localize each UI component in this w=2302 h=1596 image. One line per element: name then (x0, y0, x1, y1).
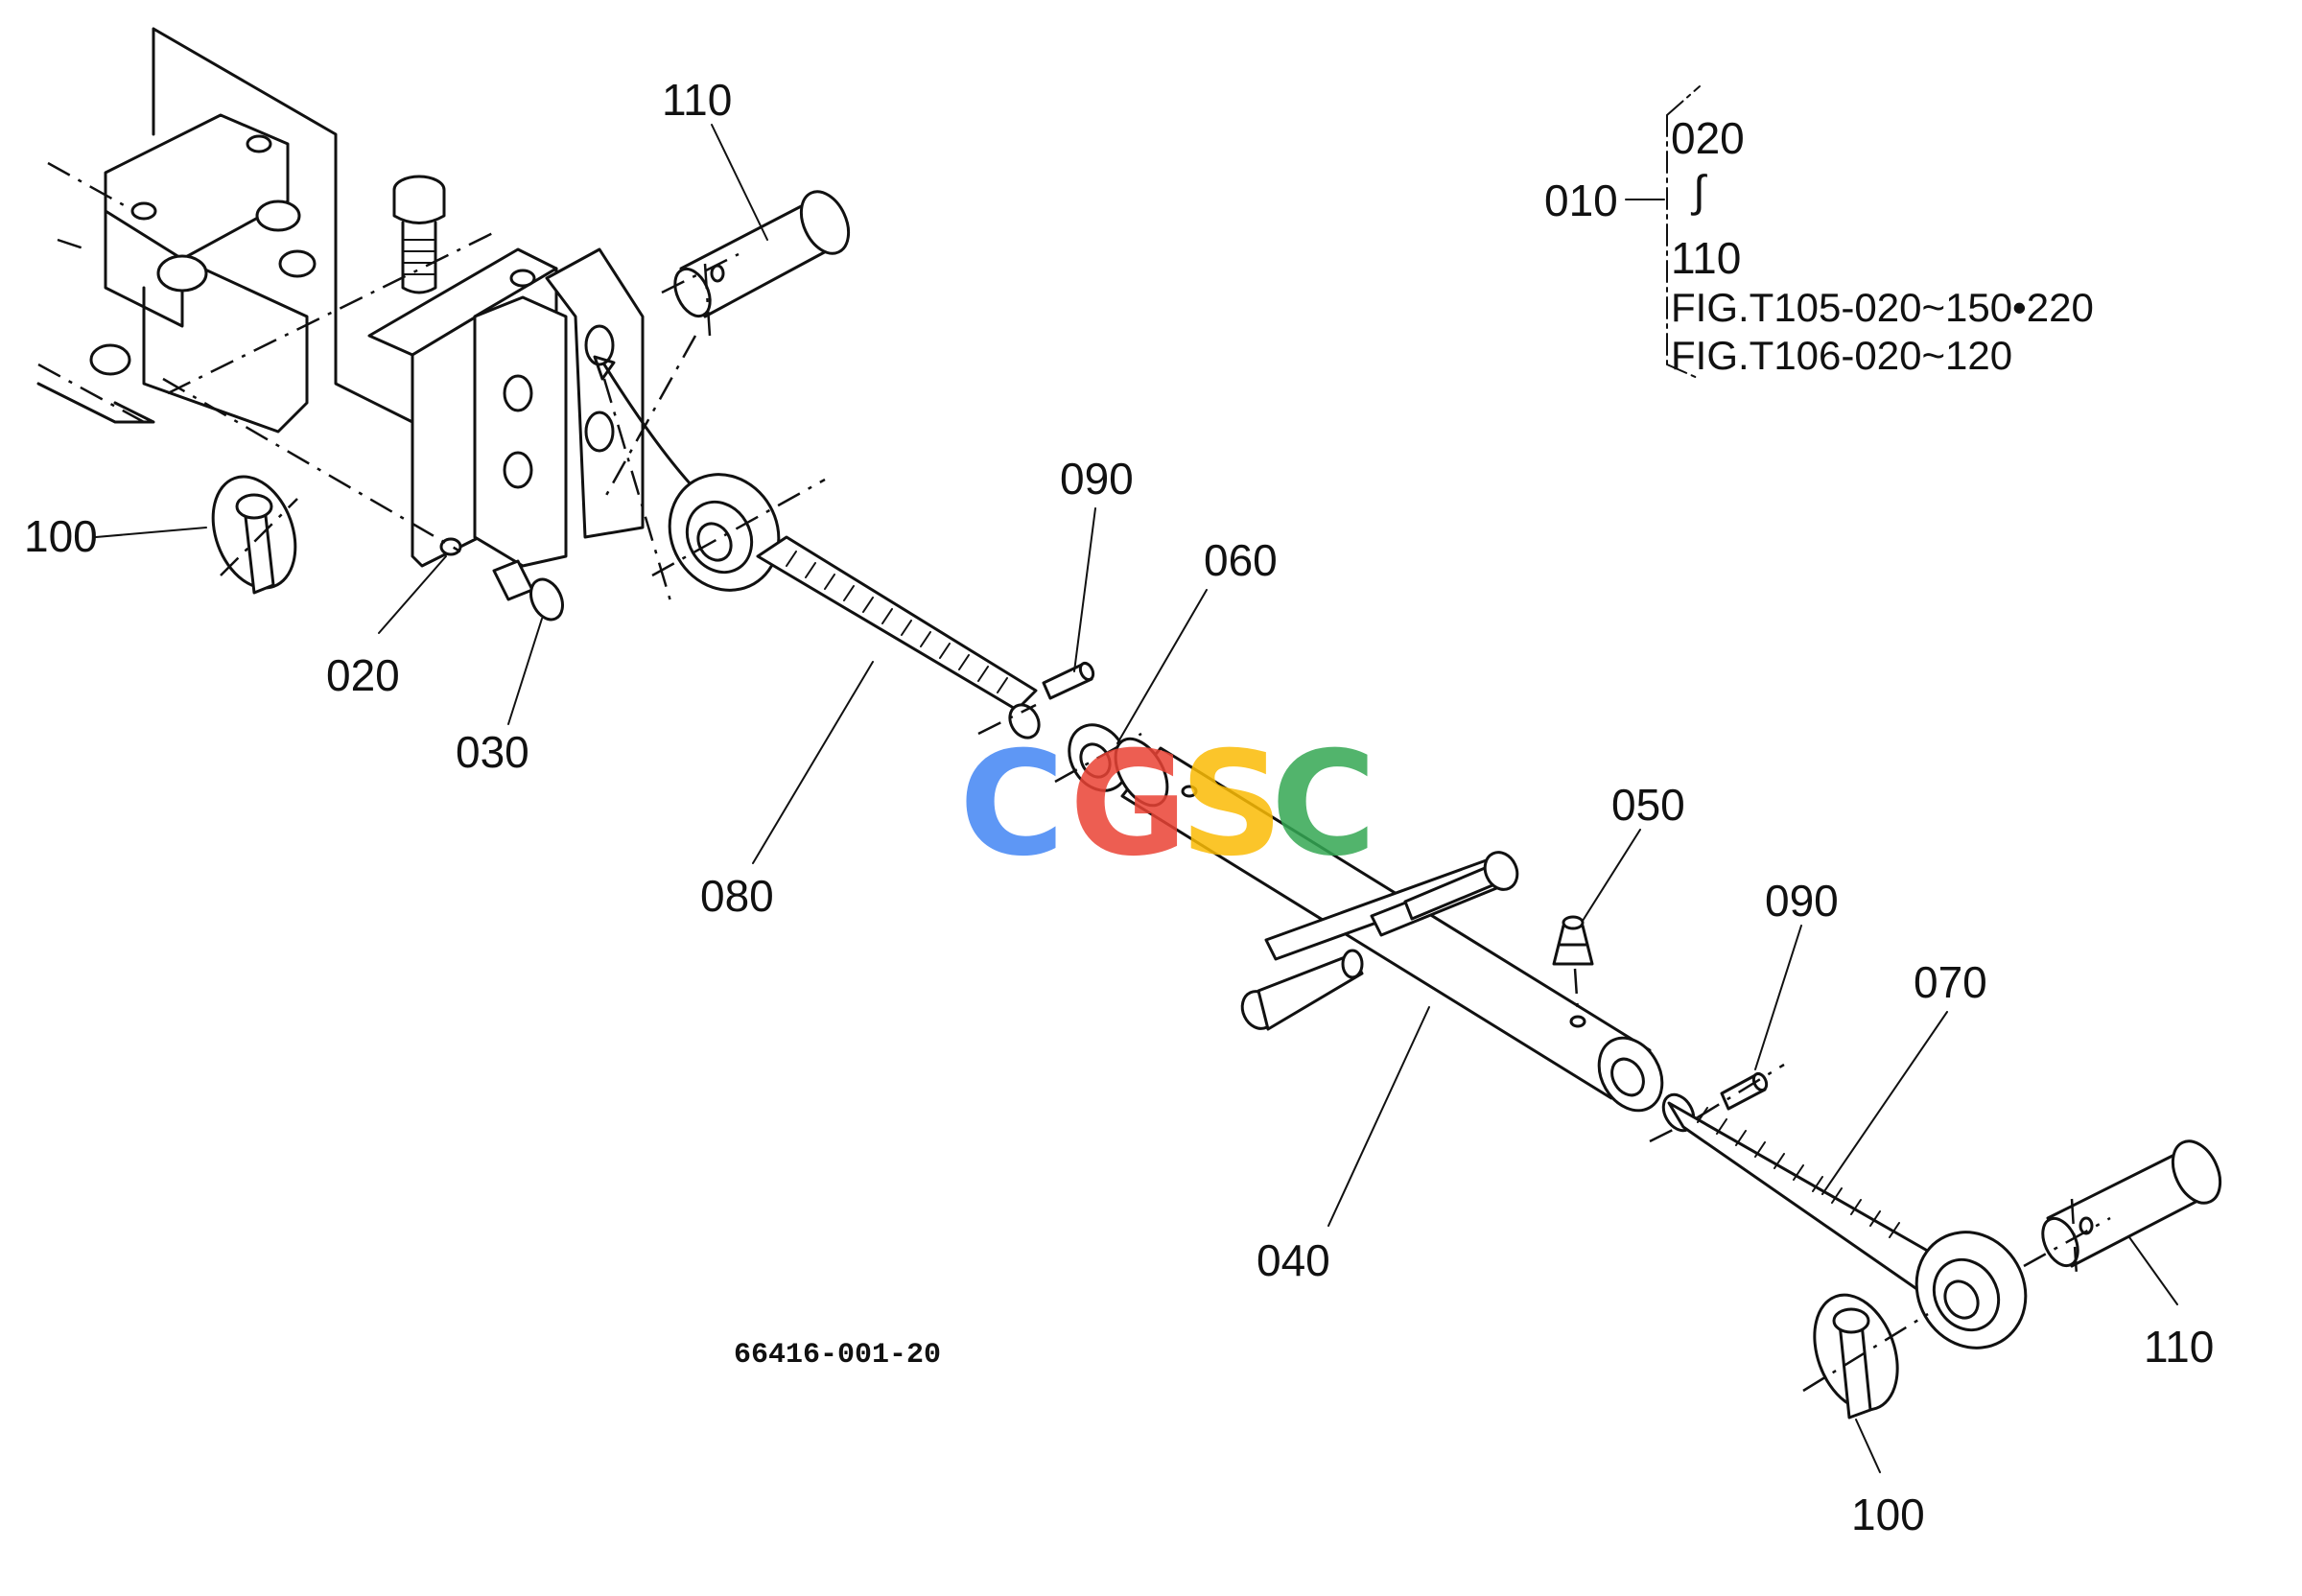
pin-110-top (661, 190, 851, 337)
callout-070: 070 (1914, 957, 1987, 1007)
tube-040 (1114, 737, 1664, 1113)
watermark-letter-1: C (959, 721, 1065, 888)
rod-end-080 (651, 473, 1041, 739)
pin-110-right (2023, 1139, 2222, 1277)
callout-100-left: 100 (24, 511, 98, 561)
drawing-code: 66416-001-20 (734, 1339, 941, 1372)
callout-040: 040 (1257, 1235, 1330, 1285)
assembly-ref-010: 010 (1544, 176, 1618, 225)
callout-090-top: 090 (1060, 454, 1134, 504)
callout-050: 050 (1611, 780, 1685, 830)
grease-fitting-050 (1552, 915, 1594, 1013)
watermark-letter-2: G (1069, 721, 1187, 888)
assembly-fig-line-1: FIG.T105-020~150•220 (1671, 285, 2094, 330)
callout-110-right: 110 (2144, 1322, 2214, 1372)
leader-lines (95, 124, 2178, 1473)
callout-030: 030 (456, 727, 529, 777)
bracket-020 (367, 247, 645, 568)
rod-end-070 (1649, 1092, 2028, 1350)
callout-100-bottom: 100 (1851, 1490, 1925, 1539)
watermark-letter-3: S (1180, 721, 1283, 888)
watermark-letter-4: C (1271, 721, 1376, 888)
assembly-range-symbol: ∫ (1690, 166, 1707, 216)
bracket-bolt (392, 175, 446, 294)
cgsc-watermark: C G S C (959, 721, 1376, 888)
assembly-fig-line-2: FIG.T106-020~120 (1671, 333, 2012, 378)
tractor-mount-housing (36, 27, 414, 434)
callout-090-right: 090 (1765, 876, 1839, 926)
assembly-note: 010 020 ∫ 110 FIG.T105-020~150•220 FIG.T… (1544, 85, 2094, 380)
lynch-pin-100-left (211, 475, 298, 595)
bolt-030 (492, 559, 564, 622)
spring-pin-090-top (1042, 661, 1095, 700)
lynch-pin-100-bottom (1802, 1293, 1929, 1420)
callout-080: 080 (700, 871, 774, 921)
callout-060: 060 (1204, 535, 1278, 585)
spring-pin-090-right (1697, 1063, 1785, 1119)
assembly-range-end: 110 (1671, 233, 1741, 283)
assembly-range-start: 020 (1671, 113, 1745, 163)
callout-020: 020 (326, 650, 400, 700)
callout-110-top: 110 (662, 75, 732, 125)
